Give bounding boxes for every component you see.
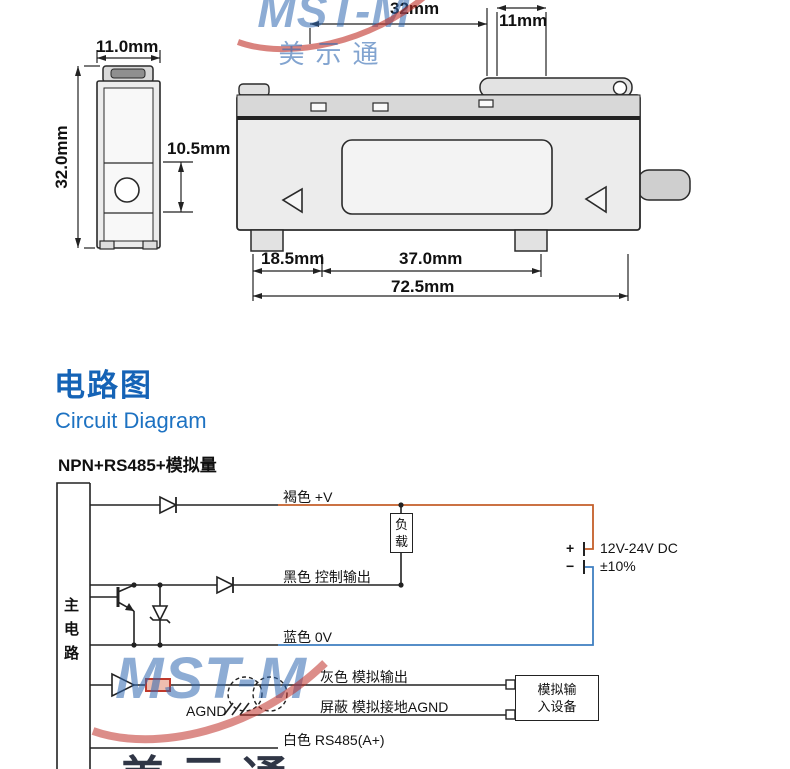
dim-bottom-mid: 37.0mm — [399, 249, 463, 268]
supply-minus: − — [566, 558, 575, 574]
section-title-en: Circuit Diagram — [55, 408, 207, 433]
wire-blue-colored — [278, 566, 594, 646]
load-box: 负载 — [390, 513, 413, 553]
large-device-drawing — [236, 77, 691, 252]
right-arrow-marker — [584, 185, 607, 214]
dim-top-tab: 11mm — [499, 11, 548, 30]
wire-label-gray: 灰色 模拟输出 — [320, 669, 408, 685]
supply-plus: + — [566, 540, 575, 556]
agnd-ground-symbol — [223, 702, 250, 716]
analog-buffer-amp — [111, 672, 136, 698]
analog-resistor — [145, 678, 171, 692]
main-circuit-box — [56, 482, 91, 769]
dim-bottom-left: 18.5mm — [261, 249, 325, 268]
wire-label-white: 白色 RS485(A+) — [283, 732, 385, 748]
small-device-dimension-lines — [77, 50, 193, 249]
dim-top-width: 32mm — [390, 0, 440, 18]
dim-small-offset: 10.5mm — [167, 139, 231, 158]
wire-label-blue: 蓝色 0V — [283, 629, 333, 645]
dim-small-height: 32.0mm — [52, 125, 71, 189]
analog-device-line2: 入设备 — [537, 699, 577, 714]
wire-label-shield: 屏蔽 模拟接地AGND — [320, 699, 449, 715]
npn-transistor — [90, 584, 135, 645]
circuit-variant-title: NPN+RS485+模拟量 — [58, 456, 217, 475]
analog-input-device-box: 模拟输 入设备 — [515, 675, 599, 721]
small-device-drawing — [96, 65, 161, 250]
wire-label-black: 黑色 控制输出 — [283, 569, 371, 585]
analog-device-terminals — [505, 679, 516, 720]
supply-voltage: 12V-24V DC — [600, 540, 678, 556]
large-device-dimension-arrows — [253, 5, 628, 299]
dim-bottom-total: 72.5mm — [391, 277, 455, 296]
agnd-label: AGND — [186, 703, 227, 719]
wire-brown-colored — [278, 504, 594, 550]
shield-dashed-circles — [227, 676, 288, 712]
diode-2 — [216, 575, 235, 595]
diode-1 — [159, 495, 178, 515]
section-title-cn: 电路图 — [54, 368, 153, 403]
fiber-cable — [637, 169, 691, 201]
wire-label-brown: 褐色 +V — [283, 489, 333, 505]
small-device-dimension-arrows — [75, 55, 184, 248]
supply-tolerance: ±10% — [600, 558, 636, 574]
label-recess — [341, 139, 553, 215]
main-circuit-label: 主电路 — [63, 597, 79, 662]
left-arrow-marker — [281, 187, 303, 214]
analog-device-line1: 模拟输 — [537, 682, 577, 697]
dim-small-width: 11.0mm — [96, 37, 159, 56]
junction-dots — [131, 502, 404, 648]
zener-diode — [149, 585, 171, 645]
screw-hole — [612, 80, 628, 96]
